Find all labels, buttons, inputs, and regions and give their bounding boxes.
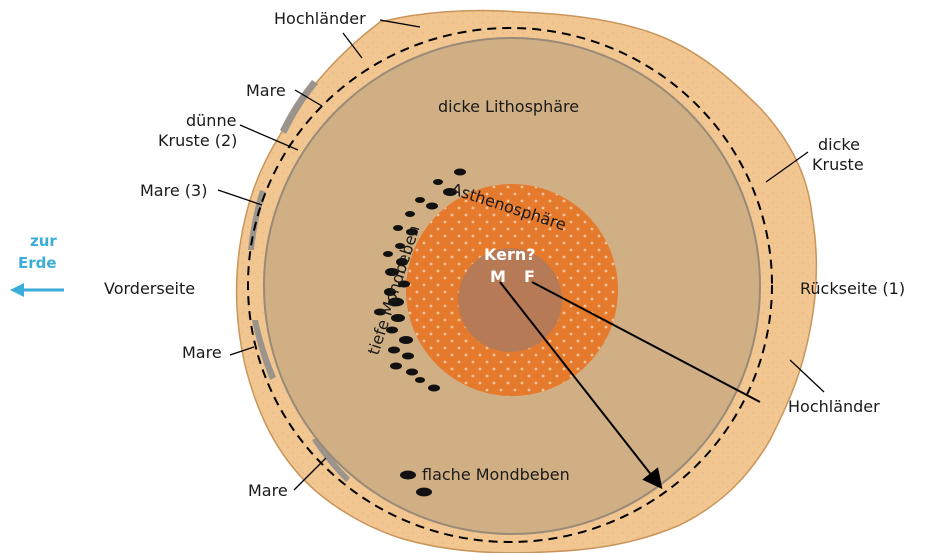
label-hochlaender-right: Hochländer bbox=[788, 397, 880, 416]
earth-direction-arrow bbox=[10, 283, 64, 297]
label-erde: Erde bbox=[18, 254, 57, 272]
label-vorderseite: Vorderseite bbox=[104, 279, 195, 298]
label-dicke-kruste-2: Kruste bbox=[812, 155, 864, 174]
shallow-moonquake-dot bbox=[416, 488, 432, 497]
label-f: F bbox=[524, 267, 535, 286]
label-m: M bbox=[490, 267, 506, 286]
label-flache-mondbeben: flache Mondbeben bbox=[422, 465, 570, 484]
label-hochlaender-top: Hochländer bbox=[274, 9, 366, 28]
label-kern: Kern? bbox=[484, 245, 536, 264]
label-mare-3: Mare (3) bbox=[140, 181, 207, 200]
label-mare-1: Mare bbox=[246, 81, 286, 100]
label-mare-bottom: Mare bbox=[248, 481, 288, 500]
label-dicke-kruste-1: dicke bbox=[818, 135, 860, 154]
label-duenne-kruste-1: dünne bbox=[186, 111, 236, 130]
label-rueckseite: Rückseite (1) bbox=[800, 279, 905, 298]
shallow-moonquake-dot bbox=[400, 471, 416, 480]
label-dicke-lithosphaere: dicke Lithosphäre bbox=[438, 97, 579, 116]
label-duenne-kruste-2: Kruste (2) bbox=[158, 131, 237, 150]
label-zur: zur bbox=[30, 232, 57, 250]
label-mare-mid: Mare bbox=[182, 343, 222, 362]
